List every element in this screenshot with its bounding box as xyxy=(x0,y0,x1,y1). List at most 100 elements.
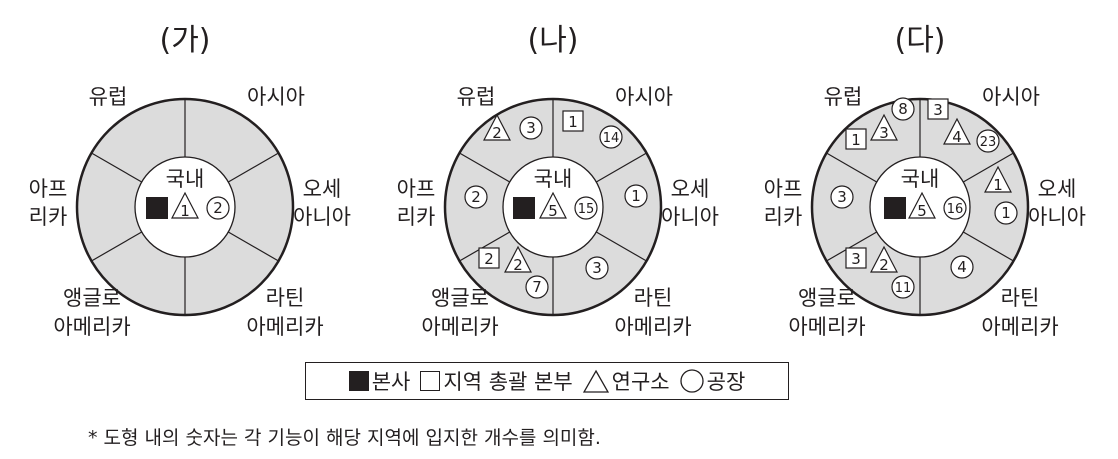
sector-divider xyxy=(963,231,1014,262)
sector-divider xyxy=(228,152,279,183)
factory-count: 4 xyxy=(957,258,967,276)
factory-count: 1 xyxy=(631,187,641,205)
regional-hq-marker xyxy=(845,128,867,150)
label-latin-america: 라틴 xyxy=(1001,286,1040,310)
legend-hq-label: 본사 xyxy=(371,370,411,394)
legend: 본사 지역 총괄 본부 연구소 공장 xyxy=(305,362,789,400)
research-lab-count: 2 xyxy=(513,256,523,274)
legend-hq: 본사 xyxy=(348,366,411,396)
research-lab-marker xyxy=(908,191,936,219)
research-lab-count: 2 xyxy=(492,124,502,142)
factory-marker xyxy=(585,256,609,280)
label-latin-america: 아메리카 xyxy=(981,315,1058,339)
regional-hq-count: 3 xyxy=(851,250,861,268)
factory-count: 3 xyxy=(592,259,602,277)
research-lab-count: 3 xyxy=(879,124,889,142)
label-africa: 리카 xyxy=(29,205,68,229)
diagram-title: (나) xyxy=(527,23,578,58)
label-domestic: 국내 xyxy=(166,167,205,191)
sector-divider xyxy=(963,152,1014,183)
factory-count: 15 xyxy=(578,202,595,217)
research-lab-marker xyxy=(870,245,898,273)
diagram-title: (다) xyxy=(894,23,945,58)
label-africa: 아프 xyxy=(29,177,68,201)
label-asia: 아시아 xyxy=(615,85,673,109)
factory-marker xyxy=(574,196,598,220)
factory-marker xyxy=(519,116,543,140)
research-lab-count: 4 xyxy=(952,128,962,146)
sector-divider xyxy=(826,231,877,262)
factory-count: 2 xyxy=(471,188,481,206)
regional-hq-marker xyxy=(845,247,867,269)
sector-divider xyxy=(91,231,142,262)
research-lab-count: 5 xyxy=(917,202,927,220)
diagram-title: (가) xyxy=(159,23,210,58)
factory-marker xyxy=(976,129,1000,153)
factory-count: 23 xyxy=(980,135,997,150)
label-latin-america: 라틴 xyxy=(634,286,673,310)
legend-regional: 지역 총괄 본부 xyxy=(420,366,573,396)
sector-divider xyxy=(596,231,647,262)
label-latin-america: 아메리카 xyxy=(614,315,691,339)
regional-hq-marker xyxy=(562,110,584,132)
headquarters-marker xyxy=(884,197,906,219)
label-latin-america: 라틴 xyxy=(266,286,305,310)
factory-count: 3 xyxy=(526,119,536,137)
label-africa: 아프 xyxy=(397,177,436,201)
regional-hq-count: 1 xyxy=(851,131,861,149)
label-domestic: 국내 xyxy=(534,167,573,191)
factory-marker xyxy=(206,196,230,220)
label-asia: 아시아 xyxy=(247,85,305,109)
sector-divider xyxy=(459,231,510,262)
sector-divider xyxy=(228,231,279,262)
label-anglo-america: 앵글로 xyxy=(63,286,121,310)
label-europe: 유럽 xyxy=(457,85,496,109)
factory-marker xyxy=(943,196,967,220)
legend-regional-label: 지역 총괄 본부 xyxy=(443,370,573,394)
black-square-icon xyxy=(348,371,369,391)
label-anglo-america: 아메리카 xyxy=(53,315,130,339)
label-anglo-america: 앵글로 xyxy=(431,286,489,310)
research-lab-count: 1 xyxy=(993,176,1003,194)
label-asia: 아시아 xyxy=(982,85,1040,109)
regional-hq-count: 1 xyxy=(568,113,578,131)
factory-count: 14 xyxy=(603,131,620,146)
factory-marker xyxy=(891,275,915,299)
legend-lab: 연구소 xyxy=(582,366,670,396)
headquarters-marker xyxy=(146,197,168,219)
research-lab-count: 2 xyxy=(879,256,889,274)
legend-lab-label: 연구소 xyxy=(611,370,670,394)
sector-divider xyxy=(596,152,647,183)
triangle-icon xyxy=(582,369,609,393)
factory-count: 16 xyxy=(947,202,964,217)
label-anglo-america: 아메리카 xyxy=(421,315,498,339)
label-oceania: 아니아 xyxy=(293,205,351,229)
research-lab-marker xyxy=(539,191,567,219)
regional-hq-marker xyxy=(927,98,949,120)
research-lab-count: 1 xyxy=(180,202,190,220)
label-europe: 유럽 xyxy=(824,85,863,109)
factory-marker xyxy=(950,255,974,279)
label-latin-america: 아메리카 xyxy=(246,315,323,339)
label-oceania: 오세 xyxy=(303,177,342,201)
regional-hq-count: 2 xyxy=(484,250,494,268)
factory-count: 1 xyxy=(1001,204,1011,222)
label-oceania: 오세 xyxy=(1038,177,1077,201)
regional-hq-marker xyxy=(478,247,500,269)
circle-icon xyxy=(679,369,704,393)
label-oceania: 아니아 xyxy=(661,205,719,229)
factory-marker xyxy=(599,125,623,149)
research-lab-marker xyxy=(984,165,1012,193)
factory-count: 8 xyxy=(898,100,908,118)
footnote: * 도형 내의 숫자는 각 기능이 해당 지역에 입지한 개수를 의미함. xyxy=(88,427,601,449)
label-africa: 리카 xyxy=(397,205,436,229)
factory-marker xyxy=(994,201,1018,225)
label-anglo-america: 아메리카 xyxy=(788,315,865,339)
label-africa: 아프 xyxy=(764,177,803,201)
sector-divider xyxy=(826,152,877,183)
sector-divider xyxy=(459,152,510,183)
